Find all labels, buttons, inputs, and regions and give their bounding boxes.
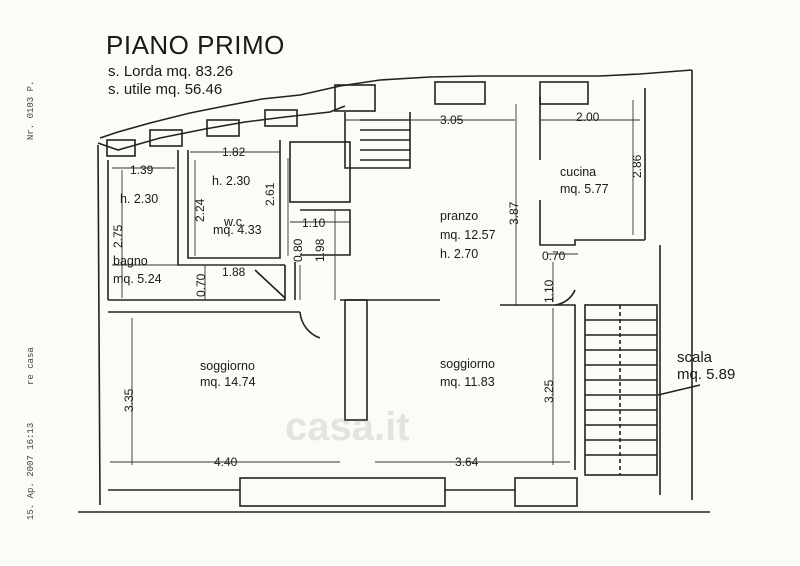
dim-3-35: 3.35 (122, 388, 136, 412)
room-wc-area: mq. 4.33 (213, 223, 262, 237)
dim-2-00: 2.00 (576, 110, 600, 124)
parapet-block (434, 81, 486, 105)
room-wc-height: h. 2.30 (212, 174, 251, 188)
dim-2-86: 2.86 (630, 154, 644, 178)
outer-wall-top-inner (97, 105, 346, 151)
central-column (289, 141, 351, 203)
parapet-block (149, 129, 183, 147)
dim-1-10-a: 1.10 (302, 216, 326, 230)
dim-0-70-a: 0.70 (194, 273, 208, 297)
dim-1-10-b: 1.10 (542, 279, 556, 303)
bottom-wall-block (239, 477, 446, 507)
dim-4-40: 4.40 (214, 455, 238, 469)
room-scala-area: mq. 5.89 (677, 366, 736, 383)
dim-1-88: 1.88 (222, 265, 246, 279)
room-pranzo-name: pranzo (440, 209, 479, 223)
room-soggiorno-right-name: soggiorno (440, 357, 495, 371)
dim-3-25: 3.25 (542, 379, 556, 403)
side-note-stamp: 15. Ap. 2007 16:13 (26, 422, 36, 520)
plan-title: PIANO PRIMO (106, 30, 285, 60)
soggiorno-wall-top (500, 304, 576, 470)
bagno-wall (108, 265, 286, 301)
door-swing (554, 289, 576, 306)
room-cucina-name: cucina (560, 165, 597, 179)
bottom-wall-block (514, 477, 578, 507)
room-bagno-area: mq. 5.24 (113, 272, 162, 286)
wc-wall (187, 140, 281, 259)
pranzo-wall (300, 209, 351, 256)
surface-useful: s. utile mq. 56.46 (108, 81, 223, 98)
room-bagno-height: h. 2.30 (120, 192, 159, 206)
side-note-ref: Nr. 0103 P. (26, 80, 36, 140)
dim-2-24: 2.24 (193, 198, 207, 222)
stairs (584, 304, 658, 476)
dim-1-82: 1.82 (222, 145, 246, 159)
room-soggiorno-right-area: mq. 11.83 (440, 375, 495, 389)
room-soggiorno-left-area: mq. 14.74 (200, 375, 256, 389)
surface-gross: s. Lorda mq. 83.26 (108, 63, 234, 80)
central-pillar (344, 299, 368, 421)
door-swing (299, 311, 321, 339)
side-note-location: re casa (26, 347, 36, 385)
dim-3-87: 3.87 (507, 201, 521, 225)
dim-2-61: 2.61 (263, 182, 277, 206)
outer-wall-top (99, 69, 693, 139)
room-cucina-area: mq. 5.77 (560, 182, 609, 196)
dim-3-64: 3.64 (455, 455, 479, 469)
dim-3-05: 3.05 (440, 113, 464, 127)
parapet-block (206, 119, 240, 137)
room-bagno-name: bagno (113, 254, 148, 268)
parapet-block (106, 139, 136, 157)
cucina-wall (539, 200, 645, 246)
dim-1-39: 1.39 (130, 163, 154, 177)
room-pranzo-height: h. 2.70 (440, 247, 479, 261)
wc-door (254, 269, 286, 299)
scala-leader (657, 384, 701, 396)
parapet-block (539, 81, 589, 105)
room-scala-name: scala (677, 349, 713, 366)
outer-wall-left (97, 144, 101, 506)
watermark: casa.it (285, 405, 410, 449)
dim-0-80: 0.80 (291, 238, 305, 262)
parapet-block (334, 84, 376, 112)
room-soggiorno-left-name: soggiorno (200, 359, 255, 373)
parapet-block (264, 109, 298, 127)
dim-1-98: 1.98 (313, 238, 327, 262)
room-pranzo-area: mq. 12.57 (440, 228, 496, 242)
dim-0-70-b: 0.70 (542, 249, 566, 263)
dim-2-75: 2.75 (111, 224, 125, 248)
room-wc-name: w.c. (224, 215, 246, 229)
